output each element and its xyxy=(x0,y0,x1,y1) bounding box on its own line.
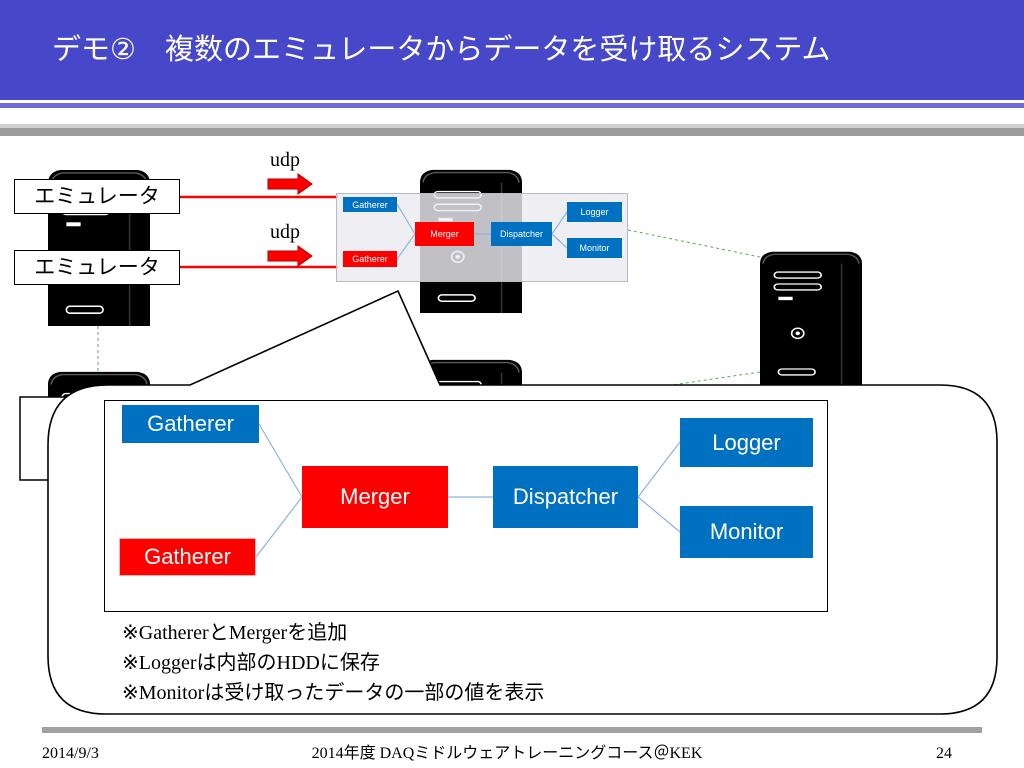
dispatcher-component: Dispatcher xyxy=(491,222,552,246)
protocol-label: udp xyxy=(270,149,300,171)
merger-component: Merger xyxy=(302,466,448,528)
link-gatherer-merger xyxy=(255,496,303,558)
network-link-dashed xyxy=(627,229,761,258)
component-links xyxy=(396,203,568,260)
note-line: ※Loggerは内部のHDDに保存 xyxy=(122,652,380,674)
dispatcher-component: Dispatcher xyxy=(493,466,638,528)
header-accent-stripe xyxy=(0,103,1024,108)
link-gatherer-merger xyxy=(396,233,416,260)
emulator-label: エミュレータ xyxy=(14,179,180,214)
gatherer-component: Gatherer xyxy=(119,538,256,576)
footer-event: 2014年度 DAQミドルウェアトレーニングコース＠KEK xyxy=(311,745,703,762)
gatherer-component: Gatherer xyxy=(122,405,259,443)
emulator-label: エミュレータ xyxy=(14,250,180,285)
right-arrow-icon xyxy=(267,245,313,267)
link-dispatcher-logger xyxy=(551,211,568,235)
daq-component-preview: Gatherer Merger Dispatcher Logger Monito… xyxy=(336,193,628,282)
link-gatherer-merger xyxy=(396,203,416,235)
link-gatherer-merger xyxy=(258,423,303,498)
footer-date: 2014/9/3 xyxy=(42,745,99,762)
note-line: ※Monitorは受け取ったデータの一部の値を表示 xyxy=(122,682,545,704)
header-divider-light xyxy=(0,124,1024,128)
monitor-component: Monitor xyxy=(567,238,622,258)
gatherer-component: Gatherer xyxy=(343,251,397,267)
link-dispatcher-monitor xyxy=(637,496,681,533)
logger-component: Logger xyxy=(567,202,622,222)
merger-component: Merger xyxy=(415,222,474,246)
monitor-component: Monitor xyxy=(680,506,813,558)
footer-divider xyxy=(42,727,982,733)
component-diagram-frame xyxy=(104,400,828,612)
logger-component: Logger xyxy=(680,418,813,467)
link-dispatcher-logger xyxy=(637,441,681,498)
slide-title: デモ② 複数のエミュレータからデータを受け取るシステム xyxy=(52,32,831,66)
protocol-label: udp xyxy=(270,221,300,243)
link-dispatcher-monitor xyxy=(551,233,568,249)
right-arrow-icon xyxy=(267,173,313,195)
title-bar: デモ② 複数のエミュレータからデータを受け取るシステム xyxy=(0,0,1024,100)
note-line: ※GathererとMergerを追加 xyxy=(122,622,348,644)
gatherer-component: Gatherer xyxy=(343,197,397,212)
header-divider-dark xyxy=(0,128,1024,136)
page-number: 24 xyxy=(936,745,952,762)
